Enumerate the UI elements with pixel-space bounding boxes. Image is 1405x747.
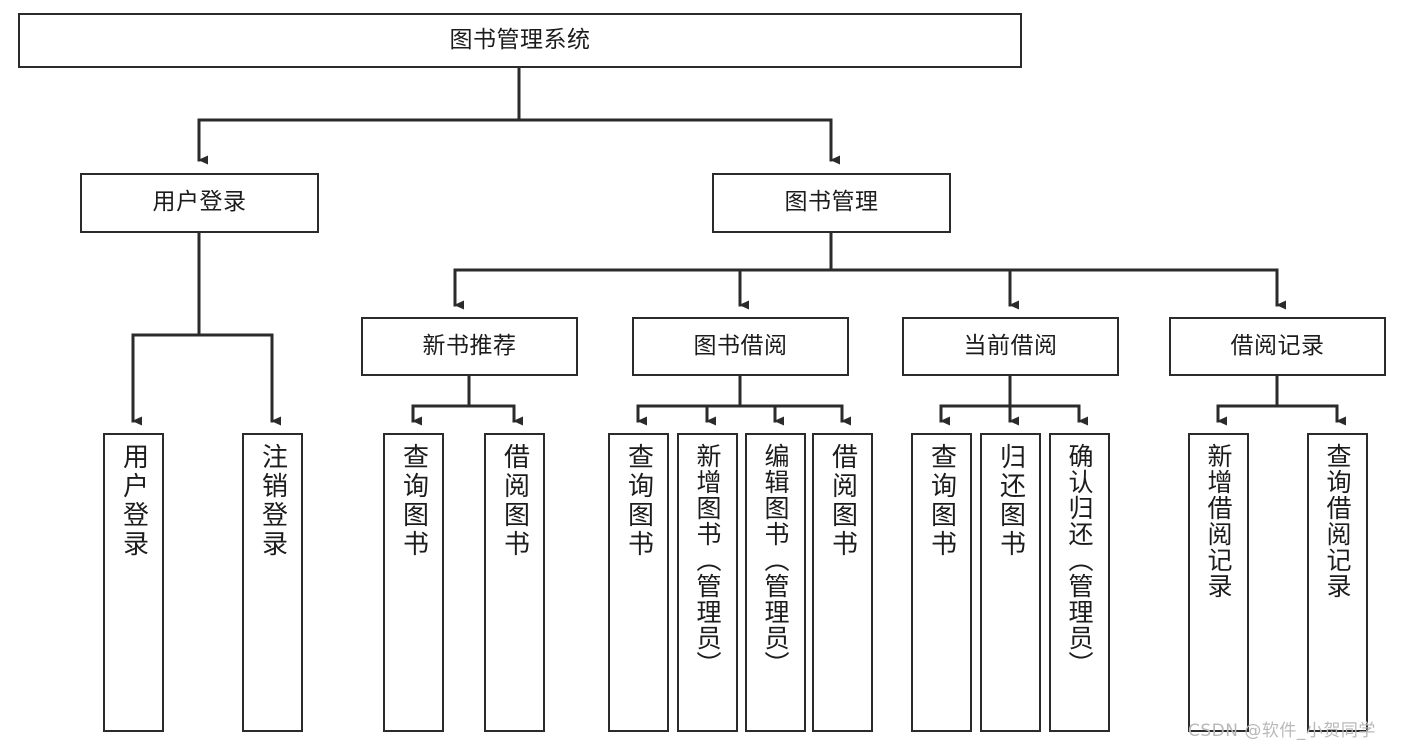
- leaf-user-login-logout[interactable]: 注销登录: [242, 433, 303, 732]
- leaf-current-return-label: 归还图书: [995, 443, 1026, 559]
- leaf-current-query-label: 查询图书: [926, 443, 957, 559]
- leaf-borrow-add-label: 新增图书（管理员）: [693, 443, 722, 677]
- leaf-borrow-borrow-label: 借阅图书: [827, 443, 858, 559]
- leaf-current-confirm-return[interactable]: 确认归还（管理员）: [1049, 433, 1110, 732]
- leaf-borrow-edit-label: 编辑图书（管理员）: [761, 443, 790, 677]
- node-user-login-label: 用户登录: [152, 189, 247, 216]
- leaf-newbook-borrow[interactable]: 借阅图书: [484, 433, 545, 732]
- node-book-management[interactable]: 图书管理: [712, 173, 951, 233]
- node-book-borrow[interactable]: 图书借阅: [632, 317, 849, 376]
- leaf-borrow-add[interactable]: 新增图书（管理员）: [677, 433, 738, 732]
- leaf-user-login-login[interactable]: 用户登录: [103, 433, 164, 732]
- leaf-borrow-query-label: 查询图书: [623, 443, 654, 559]
- leaf-record-query-label: 查询借阅记录: [1323, 443, 1352, 599]
- node-borrow-record[interactable]: 借阅记录: [1169, 317, 1386, 376]
- leaf-current-return[interactable]: 归还图书: [980, 433, 1041, 732]
- node-new-book-recommend[interactable]: 新书推荐: [361, 317, 578, 376]
- node-root[interactable]: 图书管理系统: [18, 13, 1022, 68]
- leaf-record-add[interactable]: 新增借阅记录: [1188, 433, 1249, 732]
- leaf-newbook-borrow-label: 借阅图书: [499, 443, 530, 559]
- node-new-book-recommend-label: 新书推荐: [422, 332, 517, 359]
- node-root-label: 图书管理系统: [449, 26, 591, 53]
- leaf-current-confirm-return-label: 确认归还（管理员）: [1065, 443, 1094, 677]
- node-borrow-record-label: 借阅记录: [1230, 332, 1325, 359]
- leaf-user-login-logout-label: 注销登录: [257, 443, 288, 559]
- leaf-borrow-edit[interactable]: 编辑图书（管理员）: [745, 433, 806, 732]
- leaf-record-query[interactable]: 查询借阅记录: [1307, 433, 1368, 732]
- node-current-borrow[interactable]: 当前借阅: [902, 317, 1119, 376]
- leaf-newbook-query-label: 查询图书: [398, 443, 429, 559]
- node-user-login[interactable]: 用户登录: [80, 173, 319, 233]
- node-book-management-label: 图书管理: [784, 189, 879, 216]
- leaf-record-add-label: 新增借阅记录: [1204, 443, 1233, 599]
- leaf-newbook-query[interactable]: 查询图书: [383, 433, 444, 732]
- node-book-borrow-label: 图书借阅: [693, 332, 788, 359]
- leaf-current-query[interactable]: 查询图书: [911, 433, 972, 732]
- leaf-borrow-borrow[interactable]: 借阅图书: [812, 433, 873, 732]
- node-current-borrow-label: 当前借阅: [963, 332, 1058, 359]
- leaf-user-login-login-label: 用户登录: [118, 443, 149, 559]
- watermark: CSDN @软件_小贺同学: [1188, 721, 1376, 741]
- leaf-borrow-query[interactable]: 查询图书: [608, 433, 669, 732]
